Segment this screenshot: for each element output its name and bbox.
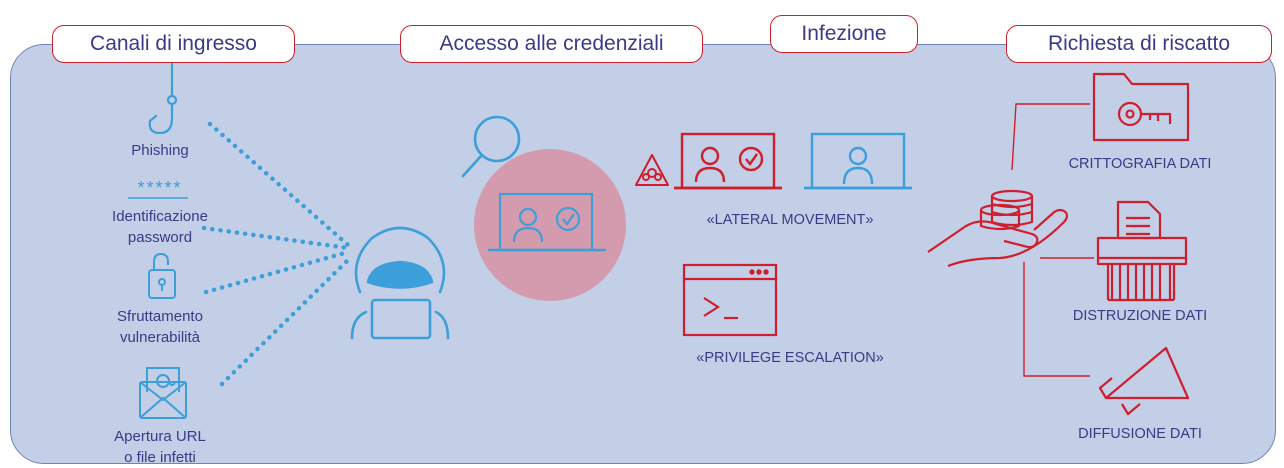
stage-tab-infection-label: Infezione [801, 22, 887, 45]
lateral-movement-label: «LATERAL MOVEMENT» [706, 212, 874, 228]
lateral-movement-icon [674, 132, 912, 190]
password-mask-text: ***** [137, 178, 183, 198]
hacker-icon [350, 226, 450, 340]
stage-tab-ransom: Richiesta di riscatto [1006, 25, 1272, 63]
email-at-icon [139, 367, 187, 419]
stage-tab-credentials: Accesso alle credenziali [400, 25, 703, 63]
privilege-escalation-label: «PRIVILEGE ESCALATION» [696, 350, 884, 366]
stage-tab-infection: Infezione [770, 15, 918, 53]
data-leak-label: DIFFUSIONE DATI [1078, 426, 1202, 442]
ransom-connectors [1011, 103, 1094, 377]
data-encryption-label: CRITTOGRAFIA DATI [1068, 156, 1212, 172]
shredder-icon [1096, 200, 1188, 302]
folder-key-icon [1092, 72, 1190, 142]
hand-coins-icon [927, 189, 1069, 268]
stage-tab-credentials-label: Accesso alle credenziali [439, 32, 664, 55]
stage-tab-entry: Canali di ingresso [52, 25, 295, 63]
terminal-icon [682, 263, 778, 337]
password-identification-label: Identificazione password [112, 208, 208, 246]
data-destruction-label: DISTRUZIONE DATI [1072, 308, 1208, 324]
stage-tab-entry-label: Canali di ingresso [90, 32, 257, 55]
megaphone-icon [1098, 346, 1190, 416]
vulnerability-exploit-label: Sfruttamento vulnerabilità [117, 308, 203, 346]
phishing-label: Phishing [131, 142, 189, 159]
fishhook-icon [148, 62, 178, 135]
padlock-icon [148, 252, 176, 299]
stage-tab-ransom-label: Richiesta di riscatto [1047, 32, 1231, 55]
attack-vector-dots [201, 121, 353, 387]
infected-url-label: Apertura URL o file infetti [114, 428, 206, 466]
diagram-panel [10, 44, 1276, 464]
credential-theft-icon [461, 115, 626, 301]
biohazard-icon [635, 154, 669, 186]
